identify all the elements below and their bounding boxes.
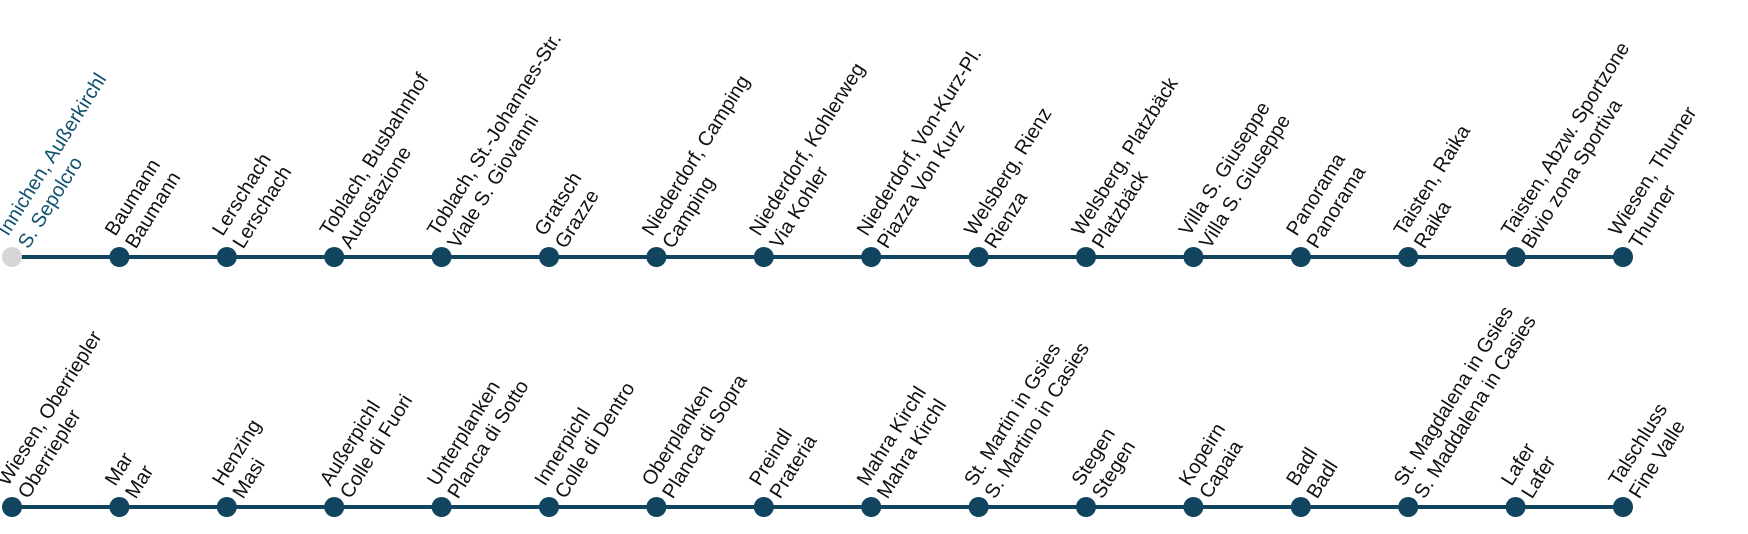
stop-marker[interactable] — [539, 497, 559, 517]
stop-marker[interactable] — [216, 497, 237, 517]
stop-marker[interactable] — [753, 247, 774, 267]
stop-marker[interactable] — [861, 247, 882, 267]
stop-marker[interactable] — [753, 497, 774, 517]
stop-marker[interactable] — [216, 247, 237, 267]
stop-marker[interactable] — [646, 497, 667, 517]
stop-marker[interactable] — [431, 247, 452, 267]
stop-marker[interactable] — [1076, 247, 1096, 267]
stop-marker[interactable] — [861, 497, 882, 517]
stop-marker[interactable] — [109, 247, 130, 267]
current-stop-marker[interactable] — [2, 247, 22, 267]
stop-marker[interactable] — [1505, 497, 1526, 517]
stop-marker[interactable] — [1505, 247, 1526, 267]
stop-marker[interactable] — [646, 247, 667, 267]
stop-marker[interactable] — [968, 247, 989, 267]
stop-marker[interactable] — [109, 497, 130, 517]
stop-marker[interactable] — [324, 247, 345, 267]
stop-marker[interactable] — [1290, 497, 1311, 517]
stop-marker[interactable] — [1613, 247, 1633, 267]
stop-marker[interactable] — [324, 497, 345, 517]
stop-marker[interactable] — [431, 497, 452, 517]
stop-marker[interactable] — [1076, 497, 1096, 517]
stop-marker[interactable] — [1398, 497, 1419, 517]
stop-name-de: Niederdorf, Von-Kurz-Pl. — [853, 44, 987, 239]
stop-name-de: Taisten, Abzw. Sportzone — [1497, 38, 1634, 239]
stop-marker[interactable] — [968, 497, 989, 517]
stop-marker[interactable] — [2, 497, 22, 517]
stop-marker[interactable] — [539, 247, 559, 267]
stop-marker[interactable] — [1613, 497, 1633, 517]
stop-marker[interactable] — [1183, 497, 1204, 517]
stop-marker[interactable] — [1398, 247, 1419, 267]
stop-marker[interactable] — [1183, 247, 1204, 267]
stop-marker[interactable] — [1290, 247, 1311, 267]
